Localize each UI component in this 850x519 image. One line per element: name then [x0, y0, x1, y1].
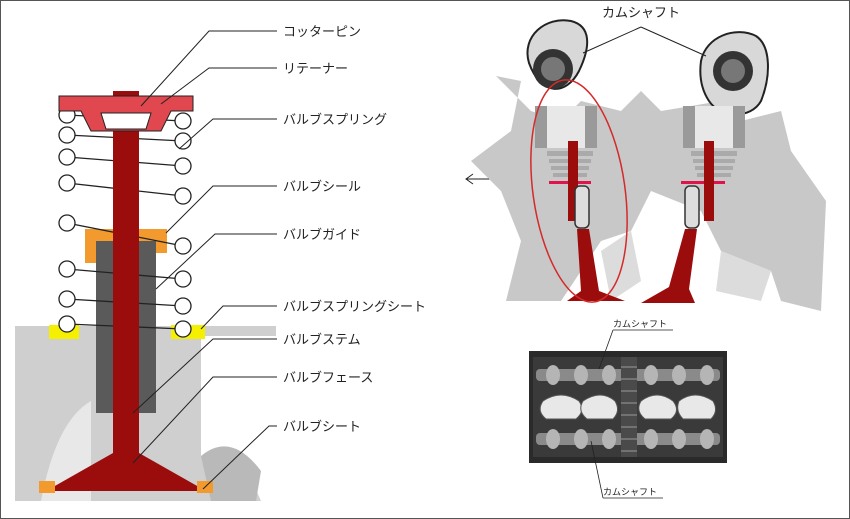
label-valve-seal: バルブシール — [283, 179, 361, 195]
photo-label-camshaft-bottom: カムシャフト — [603, 487, 657, 498]
valve-assembly-right — [641, 141, 737, 303]
camshaft-illustration: カムシャフト — [471, 6, 826, 311]
valve-cross-section — [15, 91, 276, 501]
cotter-pin — [100, 112, 152, 130]
valve-seal — [85, 229, 167, 263]
engine-photo: カムシャフト カムシャフト — [529, 319, 727, 499]
camshaft-title: カムシャフト — [602, 6, 680, 21]
head-silhouette — [471, 76, 826, 311]
leader-lines — [132, 30, 277, 490]
valve-stem — [113, 91, 139, 461]
label-valve-guide: バルブガイド — [283, 227, 361, 243]
label-cotter-pin: コッターピン — [283, 25, 361, 40]
valve-assembly-left — [547, 141, 625, 301]
cam-lobe-right — [699, 31, 769, 116]
label-valve-face: バルブフェース — [283, 370, 373, 386]
cam-lobe-left — [526, 19, 589, 90]
label-valve-spring: バルブスプリング — [283, 112, 387, 128]
photo-label-camshaft-top: カムシャフト — [613, 319, 667, 330]
cam-chain — [621, 357, 637, 457]
valve-face — [46, 453, 206, 491]
label-retainer: リテーナー — [283, 62, 348, 77]
label-valve-stem: バルブステム — [283, 332, 361, 348]
label-valve-spring-seat: バルブスプリングシート — [283, 299, 426, 315]
label-valve-seat: バルブシート — [283, 419, 361, 435]
highlight-ellipse — [530, 79, 628, 303]
part-labels: コッターピン リテーナー バルブスプリング バルブシール バルブガイド バルブス… — [283, 25, 426, 435]
valve-seat-left — [39, 481, 55, 493]
